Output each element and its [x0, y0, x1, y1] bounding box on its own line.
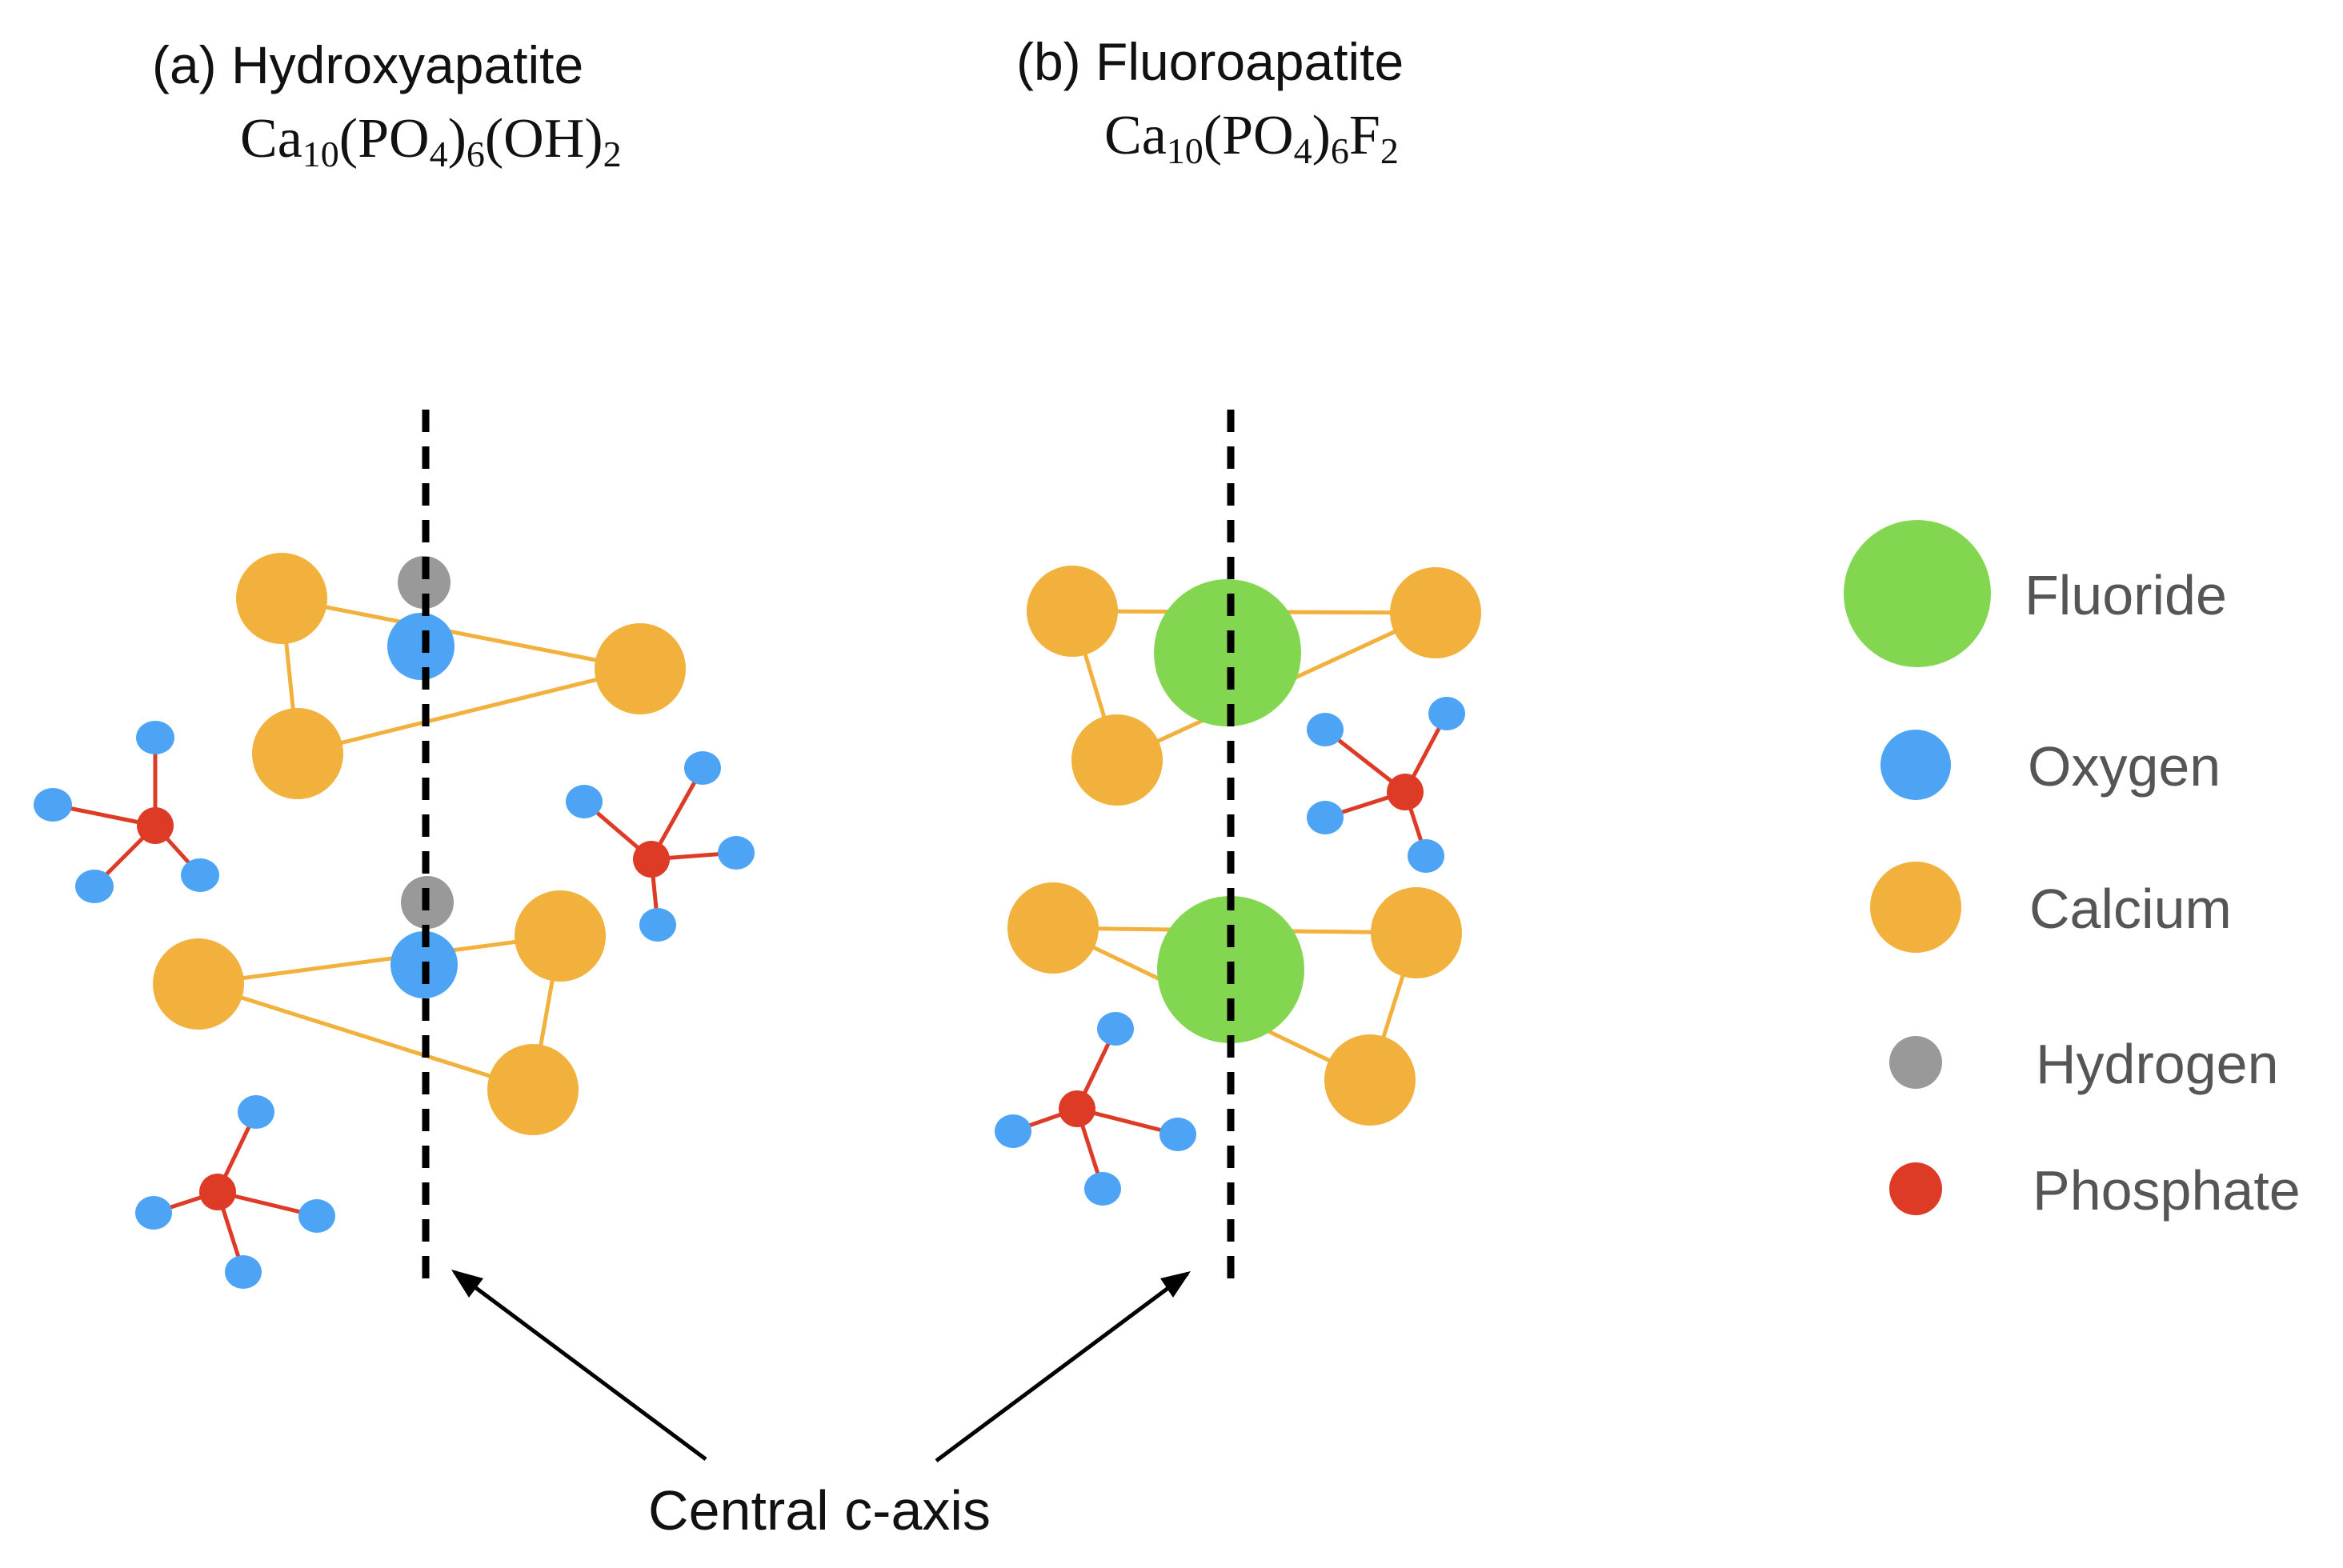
formula-text: F — [1349, 105, 1380, 166]
oxygen-atom — [1307, 713, 1344, 746]
formula-subscript: 4 — [1294, 130, 1312, 171]
formula-text: Ca — [240, 108, 302, 170]
phosphorus-atom — [199, 1174, 236, 1210]
calcium-atom — [1371, 887, 1462, 978]
legend-label-phosphate: Phosphate — [2033, 1159, 2301, 1222]
legend-label-fluoride: Fluoride — [2025, 564, 2227, 626]
calcium-atom — [1071, 714, 1163, 806]
oxygen-atom — [34, 788, 72, 822]
legend-label-calcium: Calcium — [2029, 878, 2232, 940]
legend-label-hydrogen: Hydrogen — [2036, 1033, 2279, 1095]
oxygen-atom — [684, 751, 721, 785]
formula-subscript: 10 — [1167, 130, 1204, 171]
phosphate-group — [1307, 697, 1465, 873]
phosphorus-atom — [1387, 774, 1424, 810]
axis-arrowhead-left — [451, 1270, 483, 1298]
oxygen-atom — [566, 785, 603, 818]
oxygen-atom — [1097, 1012, 1134, 1046]
phosphate-group — [135, 1095, 335, 1289]
formula-subscript: 4 — [430, 134, 448, 174]
phosphorus-atom — [1059, 1090, 1095, 1127]
phosphate-group — [34, 721, 219, 903]
phosphate-group — [995, 1012, 1196, 1206]
calcium-atom — [515, 890, 606, 982]
formula-text: (PO — [1204, 105, 1294, 166]
panel-a-formula: Ca10(PO4)6(OH)2 — [240, 108, 622, 174]
legend-swatch-calcium — [1870, 862, 1961, 953]
panel-a-calcium-atoms — [153, 553, 686, 1135]
oxygen-atom — [181, 858, 219, 892]
axis-arrowhead-right — [1160, 1271, 1191, 1298]
oxygen-atom — [75, 870, 114, 903]
formula-subscript: 6 — [467, 134, 485, 174]
central-c-axis-label: Central c-axis — [648, 1479, 991, 1542]
formula-subscript: 2 — [603, 134, 622, 174]
formula-subscript: 10 — [302, 134, 339, 174]
formula-text: (OH) — [485, 108, 603, 170]
calcium-atom — [595, 623, 686, 714]
oxygen-atom — [136, 721, 174, 754]
formula-text: Ca — [1104, 105, 1167, 166]
formula-text: ) — [1312, 105, 1331, 166]
oxygen-atom — [387, 613, 455, 680]
phosphorus-atom — [137, 807, 174, 844]
panel-a-title: (a) Hydroxyapatite — [152, 35, 583, 94]
oxygen-atom — [1428, 697, 1465, 730]
legend-swatch-fluoride — [1844, 520, 1991, 667]
calcium-atom — [1007, 882, 1099, 974]
hydroxyl-group — [387, 556, 455, 680]
legend-swatch-oxygen — [1880, 730, 1951, 800]
formula-text: ) — [448, 108, 467, 170]
oxygen-atom — [1159, 1118, 1196, 1151]
calcium-atom — [1390, 567, 1481, 658]
panel-b-title: (b) Fluoroapatite — [1016, 32, 1404, 91]
oxygen-atom — [639, 908, 676, 942]
calcium-atom — [487, 1044, 579, 1135]
legend-swatch-phosphate — [1889, 1162, 1942, 1215]
legend-label-oxygen: Oxygen — [2028, 735, 2221, 798]
oxygen-atom — [135, 1196, 172, 1230]
oxygen-atom — [995, 1114, 1031, 1148]
calcium-atom — [153, 938, 244, 1030]
oxygen-atom — [225, 1255, 262, 1289]
calcium-atom — [236, 553, 327, 644]
axis-arrow-left — [453, 1270, 707, 1462]
oxygen-atom — [718, 836, 755, 870]
oxygen-atom — [1084, 1172, 1121, 1206]
oxygen-atom — [1307, 801, 1344, 834]
calcium-atom — [1027, 566, 1118, 657]
formula-text: (PO — [339, 108, 430, 170]
oxygen-atom — [1408, 839, 1444, 873]
oxygen-atom — [298, 1199, 335, 1233]
panel-b-calcium-atoms — [1007, 566, 1481, 1126]
panel-b-formula: Ca10(PO4)6F2 — [1104, 105, 1399, 171]
oxygen-atom — [238, 1095, 274, 1129]
formula-subscript: 6 — [1331, 130, 1349, 171]
legend: Fluoride Oxygen Calcium Hydrogen Phospha… — [1844, 520, 2301, 1222]
formula-subscript: 2 — [1380, 130, 1399, 171]
legend-swatch-hydrogen — [1889, 1036, 1942, 1089]
calcium-atom — [1324, 1034, 1416, 1126]
hydrogen-atom — [398, 556, 451, 609]
phosphorus-atom — [633, 841, 670, 878]
axis-arrow-right — [935, 1271, 1189, 1463]
phosphate-group — [566, 751, 755, 942]
calcium-atom — [252, 708, 343, 799]
